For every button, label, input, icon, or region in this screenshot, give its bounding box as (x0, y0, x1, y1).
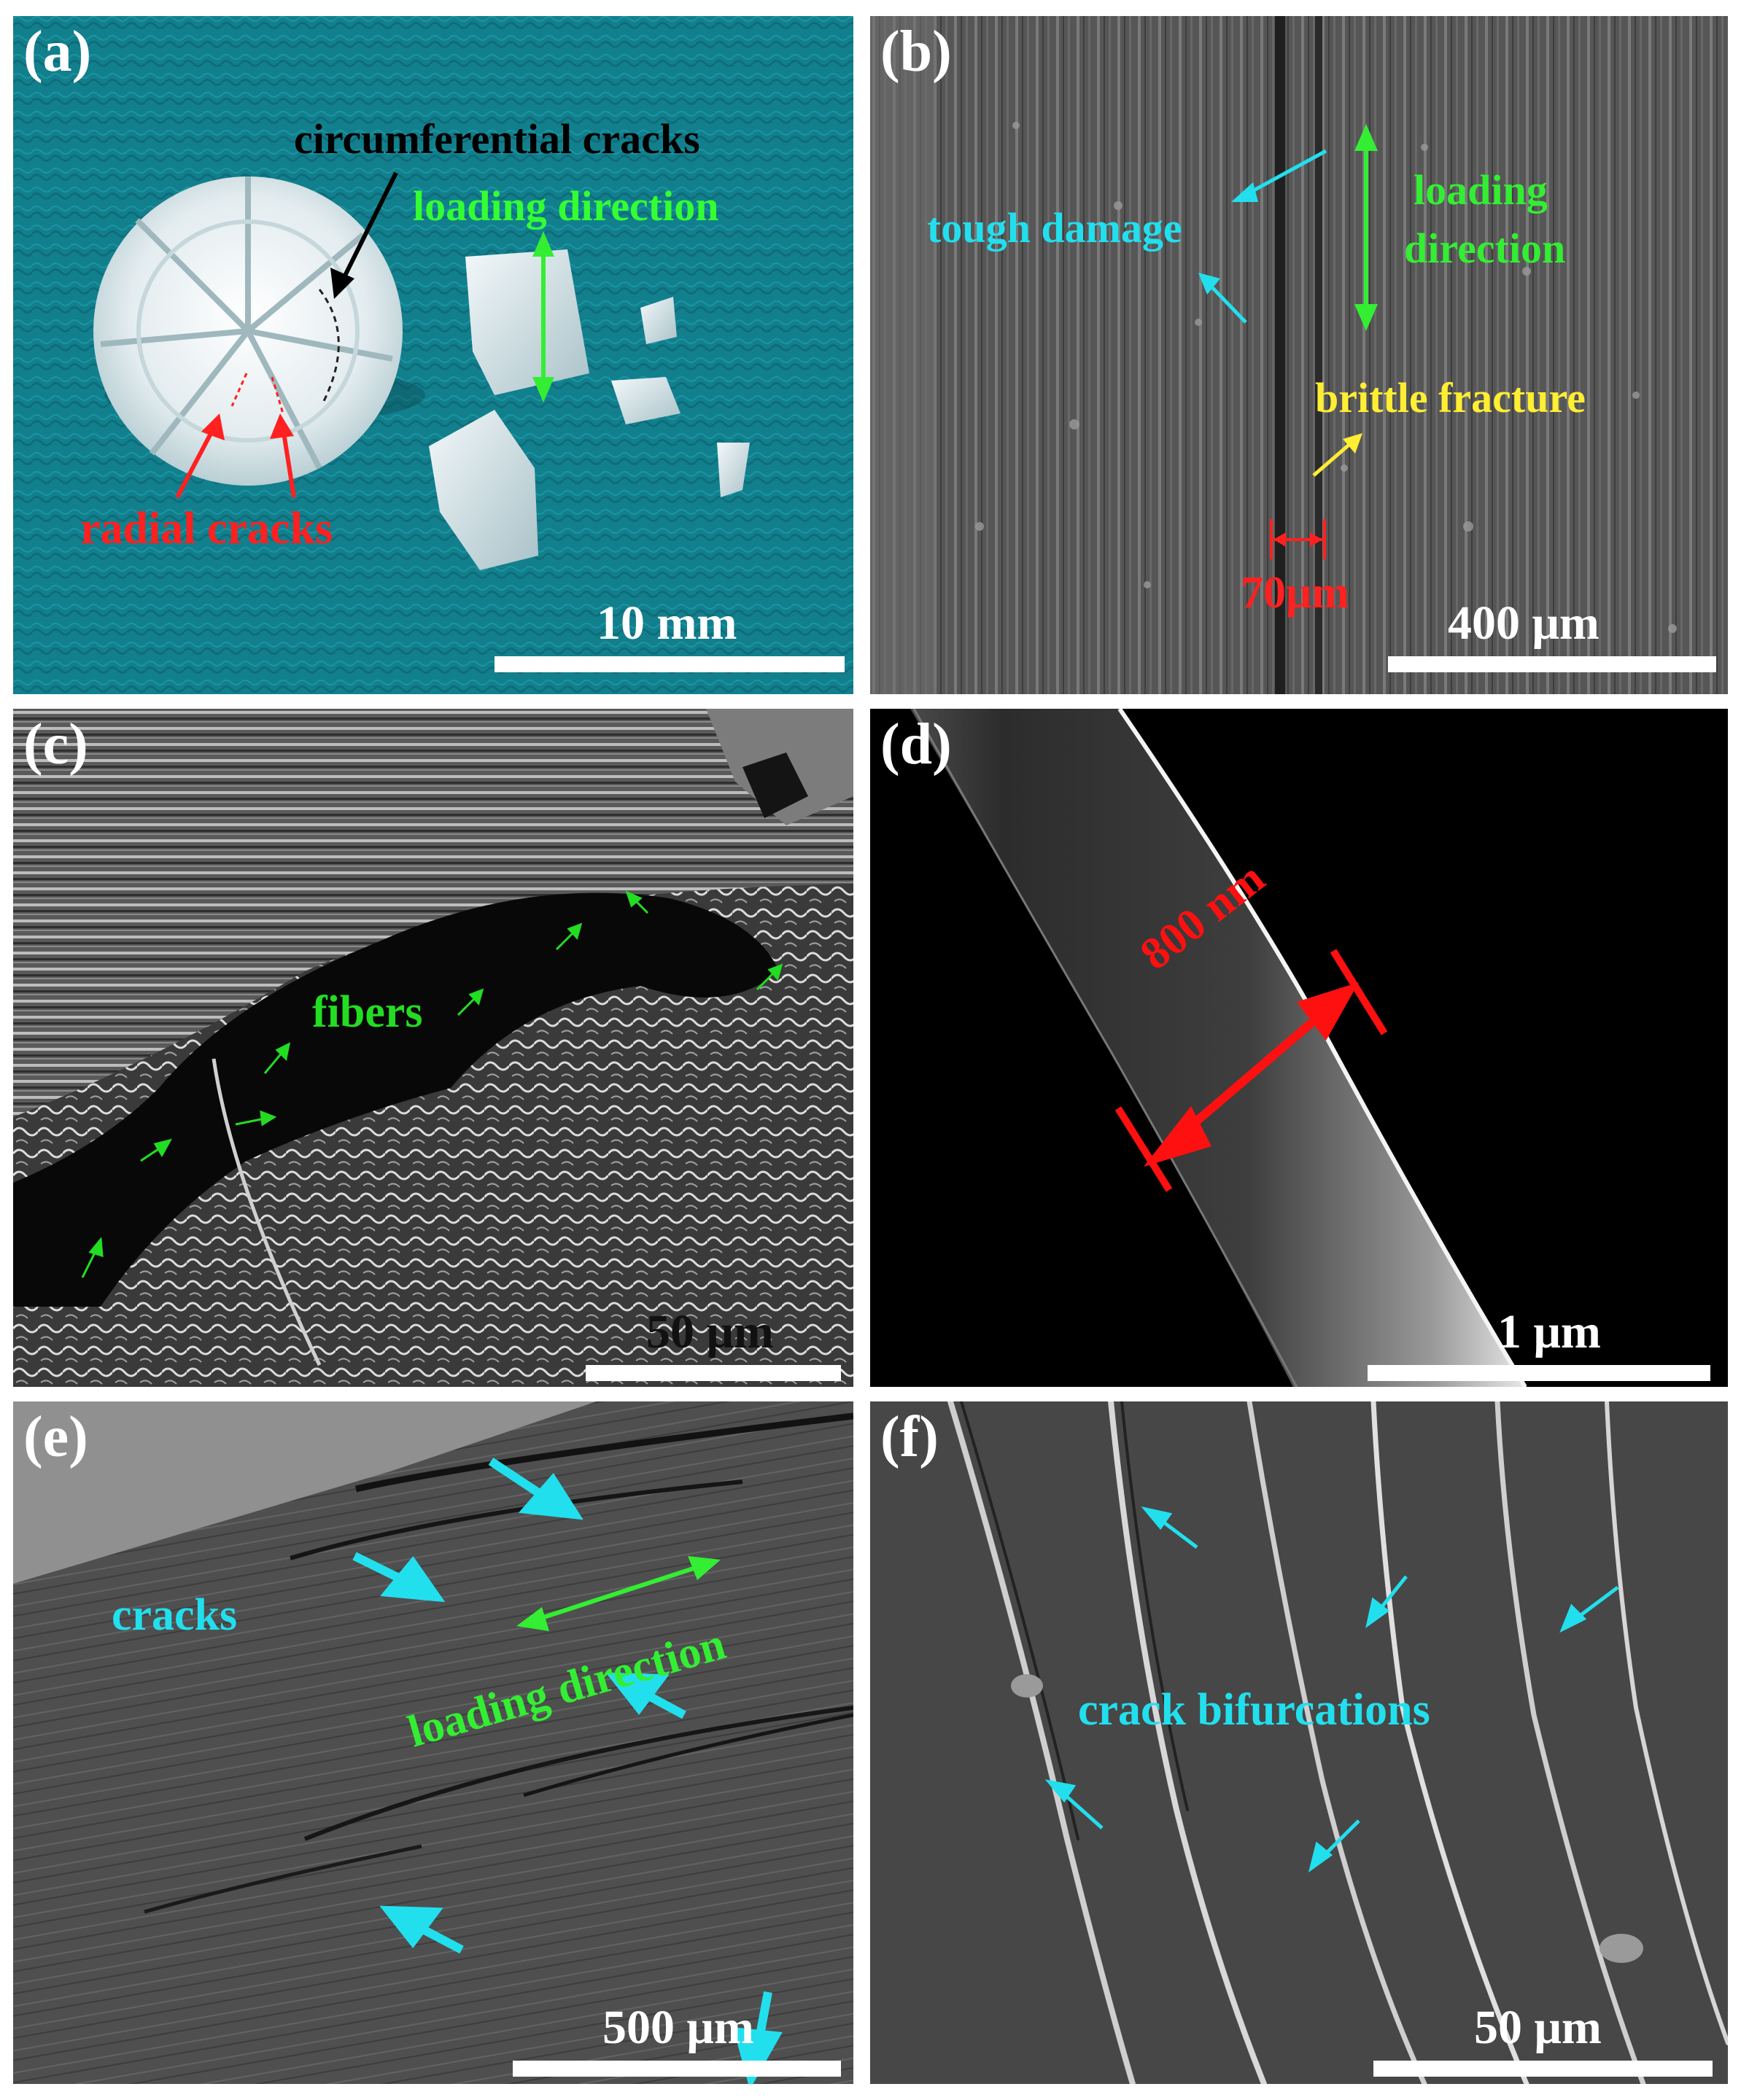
panel-b-label: (b) (880, 20, 952, 84)
yellow-arrow (1312, 441, 1353, 477)
red-arrow-right (281, 427, 296, 498)
scale-bar (495, 656, 845, 672)
scale-bar-label: 500 μm (602, 2001, 754, 2054)
direction-label: direction (1404, 225, 1566, 272)
fiber-arrows (81, 890, 783, 1278)
crack-bifurcations-label: crack bifurcations (1078, 1685, 1430, 1735)
cyan-arrow (1208, 283, 1247, 324)
scale-bar-label: 50 μm (1474, 2001, 1602, 2054)
upper-surface (13, 1401, 597, 1584)
panel-f-annotations (1044, 1506, 1619, 1873)
panel-d: (d) 800 nm 1 μm (870, 709, 1728, 1387)
scale-bar-label: 400 μm (1448, 596, 1600, 650)
panel-a-label: (a) (23, 20, 92, 84)
scale-bar (513, 2061, 841, 2077)
panel-a-photo (13, 16, 853, 694)
scale-bar-label: 50 μm (646, 1305, 774, 1358)
panel-a-annotations (175, 171, 554, 499)
panel-b-annotations (1198, 124, 1378, 559)
crack-arrows (352, 1457, 783, 2084)
scale-bar (1388, 656, 1716, 672)
loading-label: loading (1414, 166, 1548, 214)
fragment (465, 249, 589, 395)
scale-bar-label: 10 mm (597, 596, 737, 650)
nanofiber (910, 709, 1527, 1387)
bifurcation-arrows (1044, 1506, 1619, 1873)
circumferential-crack-path (318, 289, 340, 403)
black-arrow (338, 171, 398, 287)
fiber-cavity (13, 892, 779, 1307)
panel-f: (f) crack bifurcations 50 μm (870, 1401, 1728, 2084)
diameter-arrow (1177, 1010, 1325, 1139)
panel-a: (a) circumferential cracks loading direc… (13, 16, 853, 694)
scale-bar (1368, 1365, 1710, 1381)
panel-c-sem-image (13, 709, 853, 1387)
panel-c: (c) fibers 50 μm (13, 709, 853, 1387)
panel-d-annotations (1114, 949, 1388, 1192)
panel-e-annotations (352, 1457, 783, 2084)
crack-line (355, 1412, 853, 1493)
panel-d-label: (d) (880, 712, 952, 777)
panel-e-sem-image (13, 1401, 853, 2084)
crack-ridges (947, 1401, 1728, 2084)
red-arrow-left (175, 427, 216, 499)
cyan-arrow (1244, 149, 1327, 197)
diameter-tick (1114, 1106, 1173, 1192)
width-label: 70μm (1241, 568, 1349, 618)
scale-bar (1373, 2061, 1713, 2077)
loading-arrow (534, 1563, 703, 1622)
loading-direction-label: loading direction (413, 182, 719, 230)
radial-cracks-label: radial cracks (80, 504, 333, 553)
brittle-fracture-label: brittle fracture (1315, 374, 1586, 421)
panel-f-sem-image (870, 1401, 1728, 2084)
panel-c-label: (c) (23, 712, 88, 777)
circumferential-cracks-label: circumferential cracks (294, 115, 700, 163)
tough-damage-label: tough damage (927, 204, 1182, 252)
panel-f-label: (f) (880, 1405, 939, 1469)
panel-b-sem-image (870, 16, 1728, 694)
panel-c-annotations (81, 890, 783, 1278)
scale-bar (586, 1365, 841, 1381)
cracks-label: cracks (112, 1590, 238, 1640)
scale-bar-label: 1 μm (1497, 1305, 1601, 1358)
panel-e: (e) cracks loading direction 500 μm (13, 1401, 853, 2084)
fibers-label: fibers (312, 987, 423, 1037)
panel-b: (b) tough damage loading direction britt… (870, 16, 1728, 694)
panel-e-label: (e) (23, 1405, 88, 1469)
